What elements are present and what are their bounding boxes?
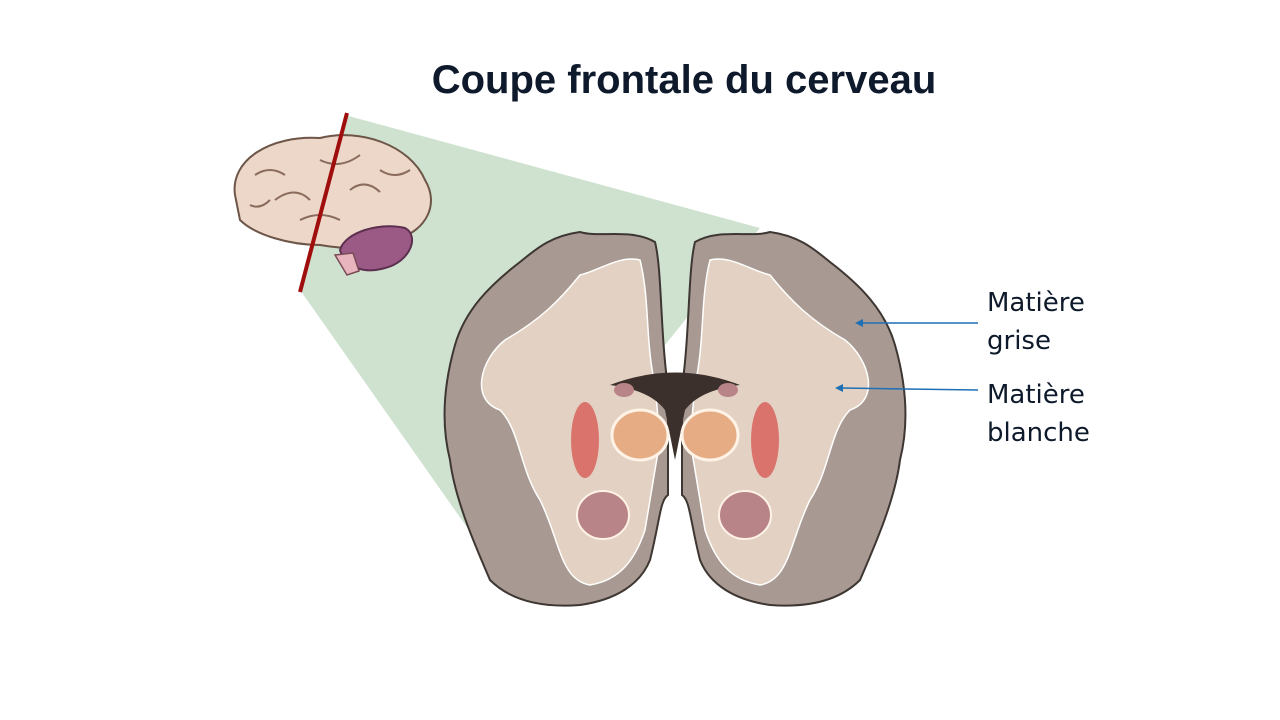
- cut-line: [298, 112, 349, 293]
- caudate-right: [680, 408, 740, 462]
- white-matter-label-line1: Matière: [987, 380, 1085, 410]
- grey-matter-label: Matière grise: [987, 284, 1085, 360]
- putamen-left: [571, 402, 599, 478]
- arrow-grey-matter: [855, 319, 978, 327]
- grey-matter-label-line1: Matière: [987, 288, 1085, 318]
- white-matter-label: Matière blanche: [987, 376, 1090, 452]
- slide-title: Coupe frontale du cerveau: [431, 58, 937, 102]
- corpus-callosum: [610, 372, 740, 460]
- nucleus-right: [718, 490, 772, 540]
- white-matter-label-line2: blanche: [987, 418, 1090, 448]
- caudate-left: [610, 408, 670, 462]
- arrow-white-matter: [835, 384, 979, 392]
- grey-matter-label-line2: grise: [987, 326, 1051, 356]
- putamen-right: [751, 402, 779, 478]
- coronal-section: [443, 230, 907, 607]
- brain-side-view: [233, 134, 432, 276]
- nucleus-left: [576, 490, 630, 540]
